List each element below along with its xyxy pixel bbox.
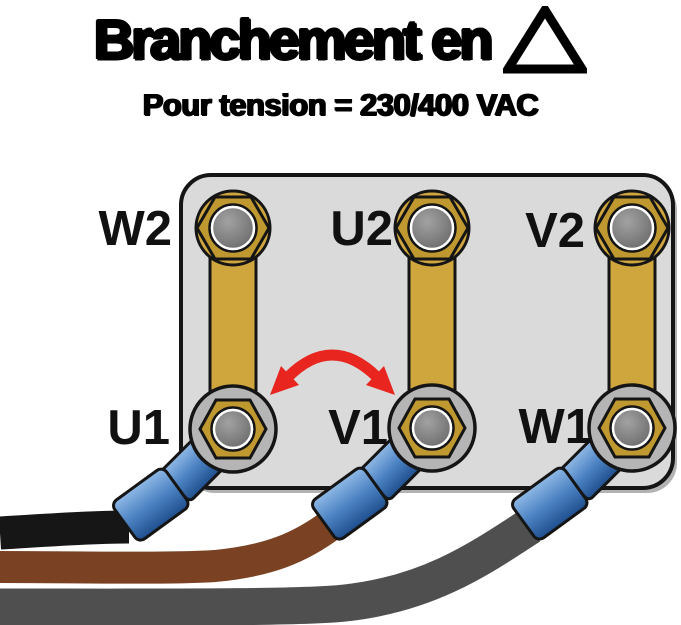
- delta-triangle-icon: [503, 6, 588, 74]
- wire-gray-w1: [0, 510, 541, 625]
- terminal-label-w1: W1: [519, 400, 593, 454]
- phase-swap-arrow-icon: [270, 349, 395, 395]
- terminal-label-u1: U1: [107, 401, 170, 455]
- page-title: Branchement en: [0, 0, 681, 80]
- terminal-u2: [393, 189, 471, 267]
- terminal-w2: [194, 189, 272, 267]
- terminal-label-v1: V1: [328, 401, 388, 455]
- terminal-u1: [188, 384, 278, 474]
- terminal-label-u2: U2: [330, 202, 393, 256]
- wire-brown-v1: [0, 511, 342, 584]
- terminal-label-w2: W2: [99, 202, 173, 256]
- title-text: Branchement en: [93, 8, 494, 71]
- terminal-w1: [587, 383, 677, 473]
- terminal-v1: [387, 383, 477, 473]
- terminal-v2: [593, 189, 671, 267]
- terminal-label-v2: V2: [525, 204, 585, 258]
- page-subtitle: Pour tension = 230/400 VAC: [142, 87, 539, 122]
- wire-black-u1: [0, 510, 130, 550]
